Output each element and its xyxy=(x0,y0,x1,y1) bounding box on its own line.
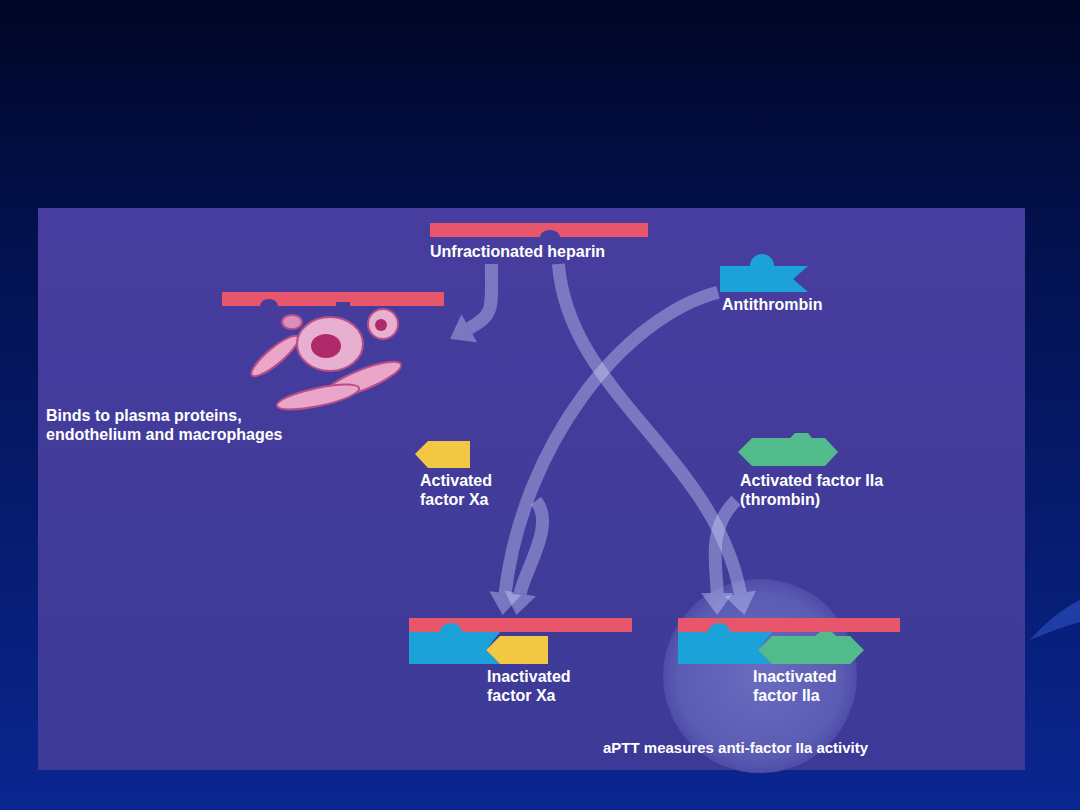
arrow-head xyxy=(701,593,733,615)
node-label: Activated factor IIa (thrombin) xyxy=(740,471,890,509)
arrow-body xyxy=(505,292,718,593)
complex-box: Inactivated factor IIa xyxy=(676,615,904,708)
heparin-chain xyxy=(222,292,444,306)
xa-complex xyxy=(409,618,632,664)
protein-box: Antithrombin xyxy=(718,255,826,317)
drug-box: Unfractionated heparin xyxy=(428,220,609,264)
arrow-body xyxy=(715,500,736,593)
factor-xa-symbol xyxy=(415,441,470,468)
complex-box: Inactivated factor Xa xyxy=(406,615,636,708)
node-label: Unfractionated heparin xyxy=(430,242,605,261)
node-label: Activated factor Xa xyxy=(420,471,532,509)
arrow-head xyxy=(450,314,477,342)
arrow-body xyxy=(558,264,740,593)
curved-arrow xyxy=(450,264,492,342)
curved-arrow xyxy=(489,292,718,615)
node-label: Antithrombin xyxy=(722,295,822,314)
binding-box: Binds to plasma proteins, endothelium an… xyxy=(40,288,450,447)
heparin-chain xyxy=(430,223,648,237)
factor-box: Activated factor IIa (thrombin) xyxy=(736,434,894,512)
factor-iia-symbol xyxy=(738,433,838,466)
arrow-body xyxy=(469,264,491,328)
decor-swoosh xyxy=(1030,600,1080,640)
iia-complex xyxy=(678,618,900,664)
antithrombin-symbol xyxy=(720,254,808,292)
curved-arrow xyxy=(504,501,542,615)
arrow-head xyxy=(504,591,536,615)
curved-arrow xyxy=(701,500,736,615)
node-label: Inactivated factor Xa xyxy=(487,667,607,705)
note-label: aPTT measures anti-factor IIa activity xyxy=(603,739,868,757)
cells xyxy=(247,309,405,415)
image-panel xyxy=(38,208,1025,770)
node-label: Binds to plasma proteins, endothelium an… xyxy=(46,406,291,444)
arrow-body xyxy=(520,501,542,594)
factor-box: Activated factor Xa xyxy=(413,437,536,512)
node-label: Inactivated factor IIa xyxy=(753,667,873,705)
